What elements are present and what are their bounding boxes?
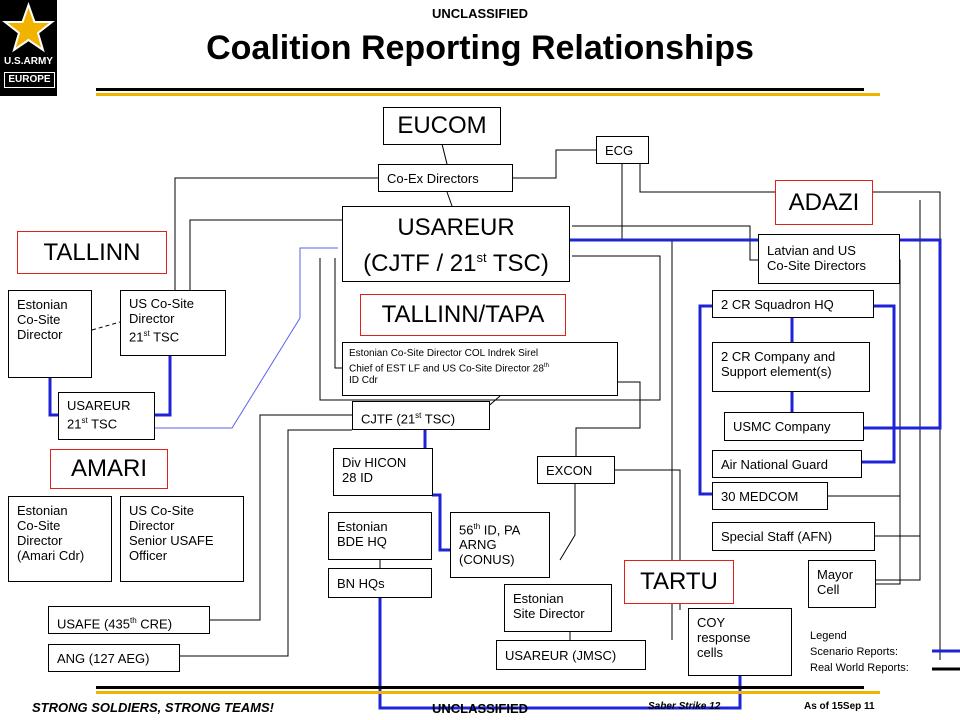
node-tapa-codirector: Estonian Co-Site Director COL Indrek Sir… [342,342,618,396]
legend-title: Legend [810,630,847,642]
line-excon-down [559,482,576,561]
node-estonian-tallinn-director: Estonian Co-Site Director [8,290,92,378]
footer-rule-black [96,686,864,689]
line-usareur-down [334,258,342,369]
line-tapa-right [575,381,641,456]
node-coy-response-cells: COY response cells [688,608,792,676]
title-rule-black [96,88,864,91]
scenario-line-sqn-right [862,304,896,464]
legend: Legend Scenario Reports: Real World Repo… [810,628,909,676]
node-2cr-company: 2 CR Company and Support element(s) [712,342,870,392]
node-bn-hqs: BN HQs [328,568,432,598]
logo-line1: U.S.ARMY [4,56,53,67]
scenario-line-usareur-latvian [570,238,942,430]
location-amari: AMARI [50,449,168,489]
location-tartu: TARTU [624,560,734,604]
line-cjtf-left [210,414,352,621]
node-special-staff-afn: Special Staff (AFN) [712,522,875,551]
node-usafe-435th: USAFE (435th CRE) [48,606,210,634]
classification-bottom: UNCLASSIFIED [431,701,529,716]
footer-date: As of 15Sep 11 [804,701,875,712]
node-usareur-21tsc: USAREUR 21st TSC [58,392,155,440]
node-mayor-cell: Mayor Cell [808,560,876,608]
location-tallinn-tapa: TALLINN/TAPA [360,294,566,336]
logo-line2: EUROPE [4,72,55,88]
line-usareur-left [189,219,342,290]
footer-slogan: STRONG SOLDIERS, STRONG TEAMS! [32,700,274,715]
node-cjtf-21tsc: CJTF (21st TSC) [352,401,490,430]
scenario-line-tallinn2 [155,356,172,417]
footer-exercise: Saber Strike 12 [648,701,721,712]
node-eucom: EUCOM [383,107,501,145]
scenario-line-div-56id [432,493,450,552]
line-coex-usareur [446,191,453,207]
node-estonian-site-director: Estonian Site Director [504,584,612,632]
legend-scenario-label: Scenario Reports: [810,646,899,658]
scenario-line-tallinn [48,378,60,417]
node-div-hicon: Div HICON 28 ID [333,448,433,496]
node-estonian-amari-director: Estonian Co-Site Director (Amari Cdr) [8,496,112,582]
location-adazi: ADAZI [775,180,873,225]
node-30-medcom: 30 MEDCOM [712,482,828,510]
classification-top: UNCLASSIFIED [431,6,529,21]
line-cjtf-left2 [180,429,352,657]
node-ang-127aeg: ANG (127 AEG) [48,644,180,672]
usareur-line2: (CJTF / 21st TSC) [363,250,549,277]
footer-rule-gold [96,691,880,694]
node-latvian-us-directors: Latvian and US Co-Site Directors [758,234,900,284]
location-tallinn: TALLINN [17,231,167,274]
legend-lines [932,649,960,671]
node-ecg: ECG [596,136,649,164]
line-coex-left [174,177,378,290]
legend-real-world-label: Real World Reports: [810,662,909,674]
node-excon: EXCON [537,456,615,484]
line-usareur-down2 [319,255,661,401]
usareur-line1: USAREUR [397,214,515,241]
node-2cr-squadron-hq: 2 CR Squadron HQ [712,290,874,318]
line-ecg-coex [513,149,596,179]
node-us-tallinn-director: US Co-Site Director 21st TSC [120,290,226,356]
node-56th-id: 56th ID, PA ARNG (CONUS) [450,512,550,578]
line-mayor-right [876,200,921,581]
line-tallinn-dash [91,321,121,331]
title-rule-gold [96,93,880,96]
node-usareur-jmsc: USAREUR (JMSC) [496,640,646,670]
node-us-amari-director: US Co-Site Director Senior USAFE Officer [120,496,244,582]
node-air-national-guard: Air National Guard [712,450,862,478]
army-europe-logo: U.S.ARMY EUROPE [0,0,57,96]
node-coex-directors: Co-Ex Directors [378,164,513,192]
army-star-icon [2,2,55,53]
node-usareur-cjtf: USAREUR (CJTF / 21st TSC) [342,206,570,282]
scenario-thin-line-cjtf [155,247,338,429]
page-title: Coalition Reporting Relationships [206,29,754,67]
scenario-line-sqn [698,304,712,496]
node-estonian-bde-hq: Estonian BDE HQ [328,512,432,560]
line-eucom-coex [441,143,448,165]
node-usmc-company: USMC Company [724,412,864,441]
